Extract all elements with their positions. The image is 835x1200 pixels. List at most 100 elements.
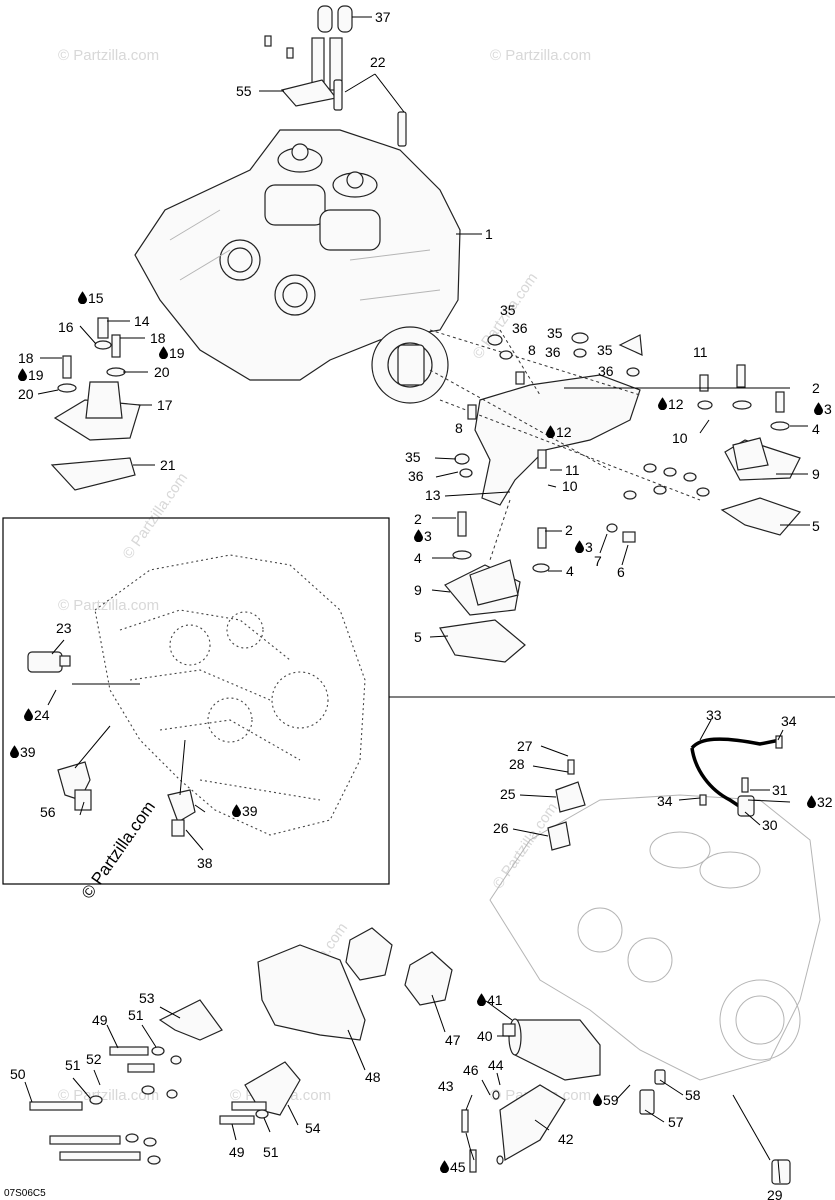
callout-number: 40 <box>477 1028 493 1044</box>
callout-number: 11 <box>693 344 708 360</box>
callout-number: 36 <box>408 468 424 484</box>
inset-frame <box>2 517 390 885</box>
spark-plugs <box>333 79 407 147</box>
callout-36: 36 <box>598 363 614 379</box>
callout-number: 19 <box>169 345 185 361</box>
callout-4: 4 <box>414 550 422 566</box>
callout-37: 37 <box>375 9 391 25</box>
callout-number: 27 <box>517 738 533 754</box>
callout-52: 52 <box>86 1051 102 1067</box>
callout-10: 10 <box>672 430 688 446</box>
callout-number: 9 <box>414 582 422 598</box>
callout-29: 29 <box>767 1187 783 1200</box>
callout-number: 46 <box>463 1062 479 1078</box>
callout-number: 49 <box>92 1012 108 1028</box>
callout-6: 6 <box>617 564 625 580</box>
oil-drop-icon <box>440 1160 449 1173</box>
callout-number: 3 <box>824 401 832 417</box>
callout-number: 35 <box>547 325 563 341</box>
callout-number: 22 <box>370 54 386 70</box>
callout-20: 20 <box>18 386 34 402</box>
callout-51: 51 <box>65 1057 81 1073</box>
oil-drop-icon <box>658 397 667 410</box>
callout-number: 51 <box>65 1057 81 1073</box>
callout-number: 13 <box>425 487 441 503</box>
callout-38: 38 <box>197 855 213 871</box>
callout-number: 56 <box>40 804 56 820</box>
callout-4: 4 <box>566 563 574 579</box>
callout-number: 32 <box>817 794 833 810</box>
callout-36: 36 <box>512 320 528 336</box>
callout-18: 18 <box>18 350 34 366</box>
callout-number: 33 <box>706 707 722 723</box>
callout-number: 51 <box>128 1007 144 1023</box>
callout-45: 45 <box>440 1159 466 1175</box>
callout-24: 24 <box>24 707 50 723</box>
callout-number: 4 <box>812 421 820 437</box>
callout-number: 55 <box>236 83 252 99</box>
brackets-and-bolts <box>29 999 301 1165</box>
callout-number: 2 <box>414 511 422 527</box>
oil-drop-icon <box>18 368 27 381</box>
callout-number: 20 <box>154 364 170 380</box>
callout-number: 20 <box>18 386 34 402</box>
callout-number: 38 <box>197 855 213 871</box>
hardware <box>452 332 790 573</box>
engine-bracket <box>429 329 701 561</box>
callout-number: 45 <box>450 1159 466 1175</box>
callout-57: 57 <box>668 1114 684 1130</box>
callout-number: 21 <box>160 457 176 473</box>
oil-drop-icon <box>807 795 816 808</box>
oil-drop-icon <box>232 804 241 817</box>
callout-number: 3 <box>585 539 593 555</box>
callout-8: 8 <box>455 420 463 436</box>
starter-motor <box>461 1018 791 1185</box>
callout-13: 13 <box>425 487 441 503</box>
callout-23: 23 <box>56 620 72 636</box>
callout-number: 2 <box>565 522 573 538</box>
callout-14: 14 <box>134 313 150 329</box>
callout-number: 47 <box>445 1032 461 1048</box>
callout-number: 24 <box>34 707 50 723</box>
callout-number: 44 <box>488 1057 504 1073</box>
callout-34: 34 <box>657 793 673 809</box>
callout-number: 36 <box>512 320 528 336</box>
callout-2: 2 <box>565 522 573 538</box>
callout-number: 51 <box>263 1144 279 1160</box>
callout-43: 43 <box>438 1078 454 1094</box>
callout-number: 49 <box>229 1144 245 1160</box>
callout-19: 19 <box>18 367 44 383</box>
center-mount-group <box>439 559 526 663</box>
callout-number: 39 <box>20 744 36 760</box>
wire-harness <box>690 735 783 817</box>
callout-35: 35 <box>500 302 516 318</box>
callout-number: 34 <box>657 793 673 809</box>
callout-35: 35 <box>405 449 421 465</box>
callout-27: 27 <box>517 738 533 754</box>
callout-number: 50 <box>10 1066 26 1082</box>
callout-number: 18 <box>150 330 166 346</box>
callout-number: 41 <box>487 992 503 1008</box>
watermark: © Partzilla.com <box>489 800 561 893</box>
callout-22: 22 <box>370 54 386 70</box>
inset-engine <box>27 554 366 837</box>
callout-46: 46 <box>463 1062 479 1078</box>
ghost-engine <box>489 794 821 1081</box>
callout-number: 5 <box>812 518 820 534</box>
callout-number: 43 <box>438 1078 454 1094</box>
callout-number: 35 <box>405 449 421 465</box>
callout-number: 6 <box>617 564 625 580</box>
callout-number: 12 <box>668 396 684 412</box>
callout-49: 49 <box>229 1144 245 1160</box>
callout-number: 25 <box>500 786 516 802</box>
callout-number: 54 <box>305 1120 321 1136</box>
callout-55: 55 <box>236 83 252 99</box>
callout-44: 44 <box>488 1057 504 1073</box>
callout-2: 2 <box>414 511 422 527</box>
left-mount-group <box>50 317 141 491</box>
callout-number: 29 <box>767 1187 783 1200</box>
callout-number: 2 <box>812 380 820 396</box>
callout-number: 15 <box>88 290 104 306</box>
callout-number: 8 <box>528 342 536 358</box>
